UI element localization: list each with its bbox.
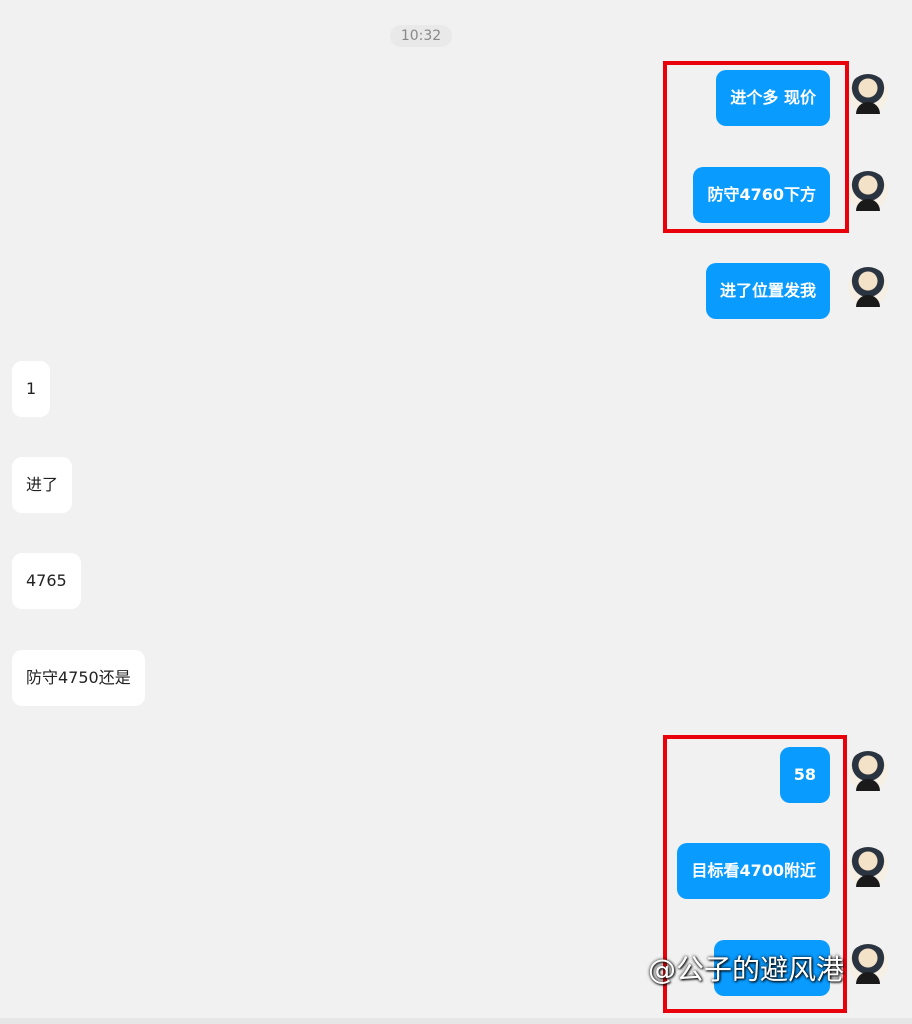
message-bubble-sent[interactable]: 进了位置发我 <box>705 263 830 319</box>
message-bubble-sent[interactable]: 防守4760下方 <box>693 167 830 223</box>
avatar[interactable] <box>848 847 888 887</box>
message-bubble-received[interactable]: 防守4750还是 <box>12 650 145 706</box>
timestamp: 10:32 <box>390 25 452 47</box>
avatar[interactable] <box>848 944 888 984</box>
avatar[interactable] <box>848 267 888 307</box>
avatar[interactable] <box>848 171 888 211</box>
message-bubble-sent[interactable] <box>714 940 830 996</box>
avatar[interactable] <box>848 751 888 791</box>
message-bubble-sent[interactable]: 58 <box>779 747 830 803</box>
input-divider <box>0 1018 912 1024</box>
highlight-box <box>663 61 849 233</box>
avatar[interactable] <box>848 74 888 114</box>
highlight-box <box>663 735 847 1013</box>
message-bubble-received[interactable]: 进了 <box>12 457 73 513</box>
message-bubble-sent[interactable]: 进个多 现价 <box>716 70 830 126</box>
message-bubble-sent[interactable]: 目标看4700附近 <box>677 843 830 899</box>
watermark: @公子的避风港 <box>648 953 845 986</box>
message-bubble-received[interactable]: 1 <box>12 361 51 417</box>
message-bubble-received[interactable]: 4765 <box>12 553 81 609</box>
